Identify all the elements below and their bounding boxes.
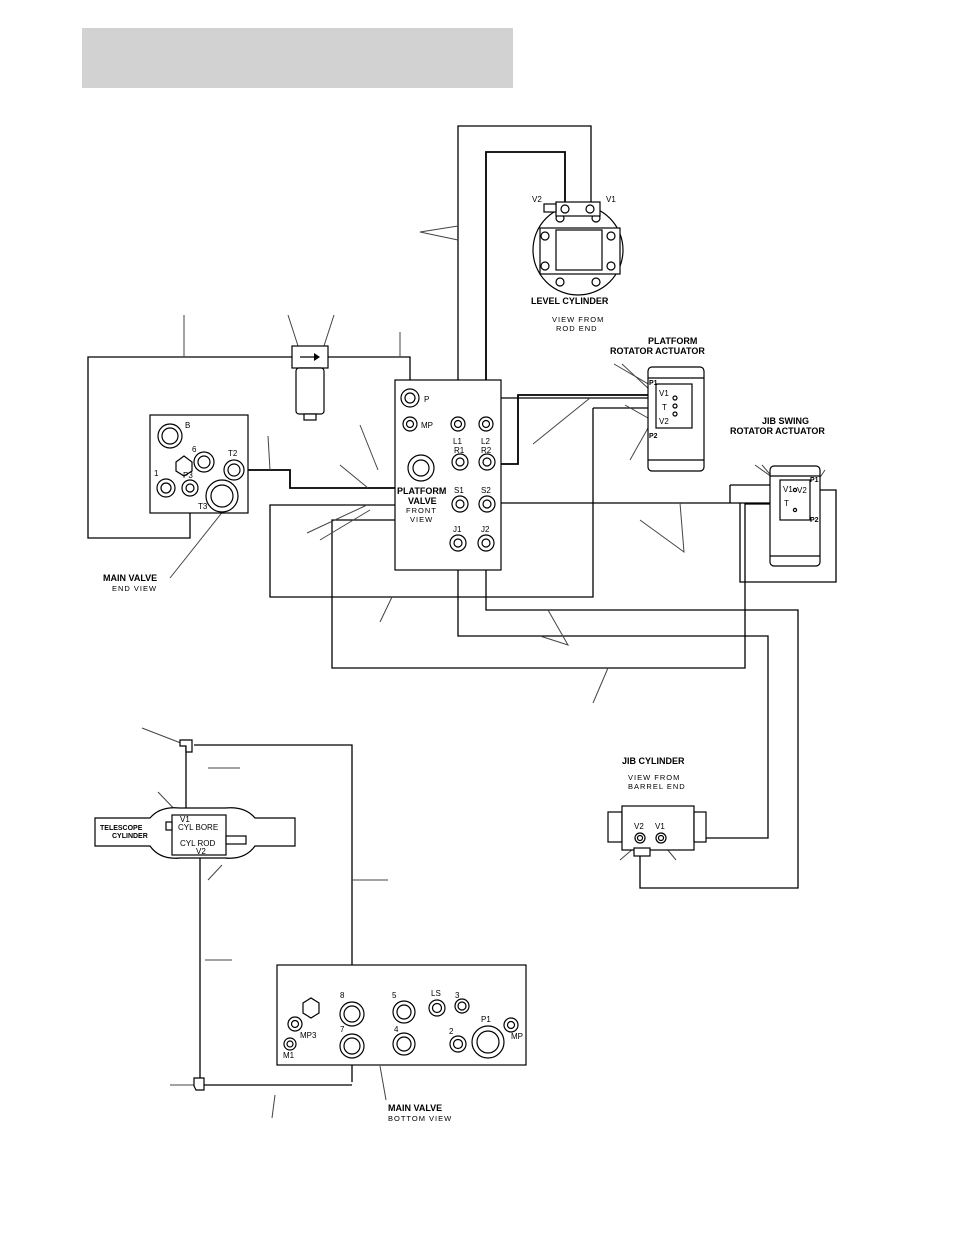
telescope-port-cyl-bore: CYL BORE — [178, 823, 218, 832]
main-valve-bottom-port-p1: P1 — [481, 1015, 491, 1024]
level-cylinder-port-v1: V1 — [606, 195, 616, 204]
platform-rotator-port-v2: V2 — [659, 417, 669, 426]
platform-valve-port-l2: L2 — [481, 437, 490, 446]
telescope-title-2: CYLINDER — [112, 833, 148, 840]
main-valve-bottom-port-mp: MP — [511, 1032, 523, 1041]
main-valve-bottom-port-2: 2 — [449, 1027, 454, 1036]
header-bar — [82, 28, 513, 88]
main-valve-end-subtitle: END VIEW — [112, 584, 157, 593]
level-cylinder-port-v2: V2 — [532, 195, 542, 204]
hose-lines — [87, 125, 837, 1086]
main-valve-end-port-t3: T3 — [198, 502, 208, 511]
level-cylinder-title: LEVEL CYLINDER — [531, 296, 609, 306]
main-valve-bottom-view: 8 5 LS 3 MP3 7 4 2 P1 MP M1 MAIN VALVE B… — [276, 964, 527, 1123]
jib-cylinder-port-v2: V2 — [634, 822, 644, 831]
platform-valve-port-j1: J1 — [453, 525, 462, 534]
jib-swing-port-v2: V2 — [797, 486, 807, 495]
jib-cylinder-port-v1: V1 — [655, 822, 665, 831]
platform-valve-port-r1: R1 — [454, 446, 465, 455]
level-cylinder: V2 V1 LEVEL CYLINDER VIEW FROM ROD END — [531, 195, 624, 333]
main-valve-bottom-subtitle: BOTTOM VIEW — [388, 1114, 452, 1123]
platform-rotator-title-1: PLATFORM — [648, 336, 697, 346]
jib-cylinder: V2 V1 JIB CYLINDER VIEW FROM BARREL END — [607, 756, 707, 857]
main-valve-bottom-port-8: 8 — [340, 991, 345, 1000]
telescope-port-v2: V2 — [196, 847, 206, 856]
main-valve-end-port-1: 1 — [154, 469, 159, 478]
jib-swing-title-2: ROTATOR ACTUATOR — [730, 426, 825, 436]
main-valve-bottom-port-3: 3 — [455, 991, 460, 1000]
jib-cylinder-subtitle-2: BARREL END — [628, 782, 686, 791]
main-valve-end-view: B 6 T2 1 P3 T3 MAIN VALVE END VIEW — [103, 414, 249, 593]
leader-lines — [141, 225, 826, 1119]
jib-cylinder-title: JIB CYLINDER — [622, 756, 685, 766]
main-valve-end-port-t2: T2 — [228, 449, 238, 458]
platform-valve-port-p: P — [424, 395, 429, 404]
platform-valve-subtitle-2: VIEW — [410, 515, 433, 524]
telescope-port-v1: V1 — [180, 815, 190, 824]
jib-swing-rotator-actuator: V1 V2 T P1 P2 JIB SWING ROTATOR ACTUATOR — [730, 416, 825, 567]
main-valve-end-port-p3: P3 — [183, 471, 193, 480]
main-valve-bottom-title: MAIN VALVE — [388, 1103, 442, 1113]
platform-valve-port-r2: R2 — [481, 446, 492, 455]
telescope-title-1: TELESCOPE — [100, 825, 143, 832]
platform-valve-port-l1: L1 — [453, 437, 462, 446]
jib-swing-port-t: T — [784, 499, 789, 508]
hydraulic-filter — [291, 345, 329, 421]
jib-swing-port-p2: P2 — [810, 517, 819, 524]
jib-swing-title-1: JIB SWING — [762, 416, 809, 426]
platform-valve-port-s1: S1 — [454, 486, 464, 495]
jib-swing-port-p1: P1 — [810, 477, 819, 484]
platform-rotator-actuator: P1 V1 T V2 P2 PLATFORM ROTATOR ACTUATOR — [610, 336, 705, 472]
platform-valve-title-2: VALVE — [408, 496, 437, 506]
platform-valve-port-mp: MP — [421, 421, 433, 430]
main-valve-bottom-port-m1: M1 — [283, 1051, 295, 1060]
jib-cylinder-subtitle-1: VIEW FROM — [628, 773, 680, 782]
jib-swing-port-v1: V1 — [783, 485, 793, 494]
main-valve-bottom-port-5: 5 — [392, 991, 397, 1000]
platform-rotator-title-2: ROTATOR ACTUATOR — [610, 346, 705, 356]
platform-valve-port-s2: S2 — [481, 486, 491, 495]
telescope-cylinder: V1 CYL BORE CYL ROD V2 TELESCOPE CYLINDE… — [94, 739, 296, 1091]
platform-rotator-port-v1: V1 — [659, 389, 669, 398]
platform-valve-port-j2: J2 — [481, 525, 490, 534]
main-valve-end-port-6: 6 — [192, 445, 197, 454]
platform-rotator-port-p1: P1 — [649, 380, 658, 387]
main-valve-bottom-port-mp3: MP3 — [300, 1031, 317, 1040]
main-valve-bottom-port-4: 4 — [394, 1025, 399, 1034]
main-valve-bottom-port-7: 7 — [340, 1025, 345, 1034]
level-cylinder-subtitle-1: VIEW FROM — [552, 315, 604, 324]
level-cylinder-subtitle-2: ROD END — [556, 324, 598, 333]
platform-valve-title-1: PLATFORM — [397, 486, 446, 496]
platform-rotator-port-p2: P2 — [649, 433, 658, 440]
platform-rotator-port-t: T — [662, 403, 667, 412]
main-valve-end-title: MAIN VALVE — [103, 573, 157, 583]
platform-valve-subtitle-1: FRONT — [406, 506, 437, 515]
telescope-port-cyl-rod: CYL ROD — [180, 839, 215, 848]
main-valve-bottom-port-ls: LS — [431, 989, 441, 998]
main-valve-end-port-b: B — [185, 421, 190, 430]
platform-valve: P MP L1 L2 R1 R2 S1 S2 J1 J2 PLATFORM VA… — [394, 379, 502, 571]
